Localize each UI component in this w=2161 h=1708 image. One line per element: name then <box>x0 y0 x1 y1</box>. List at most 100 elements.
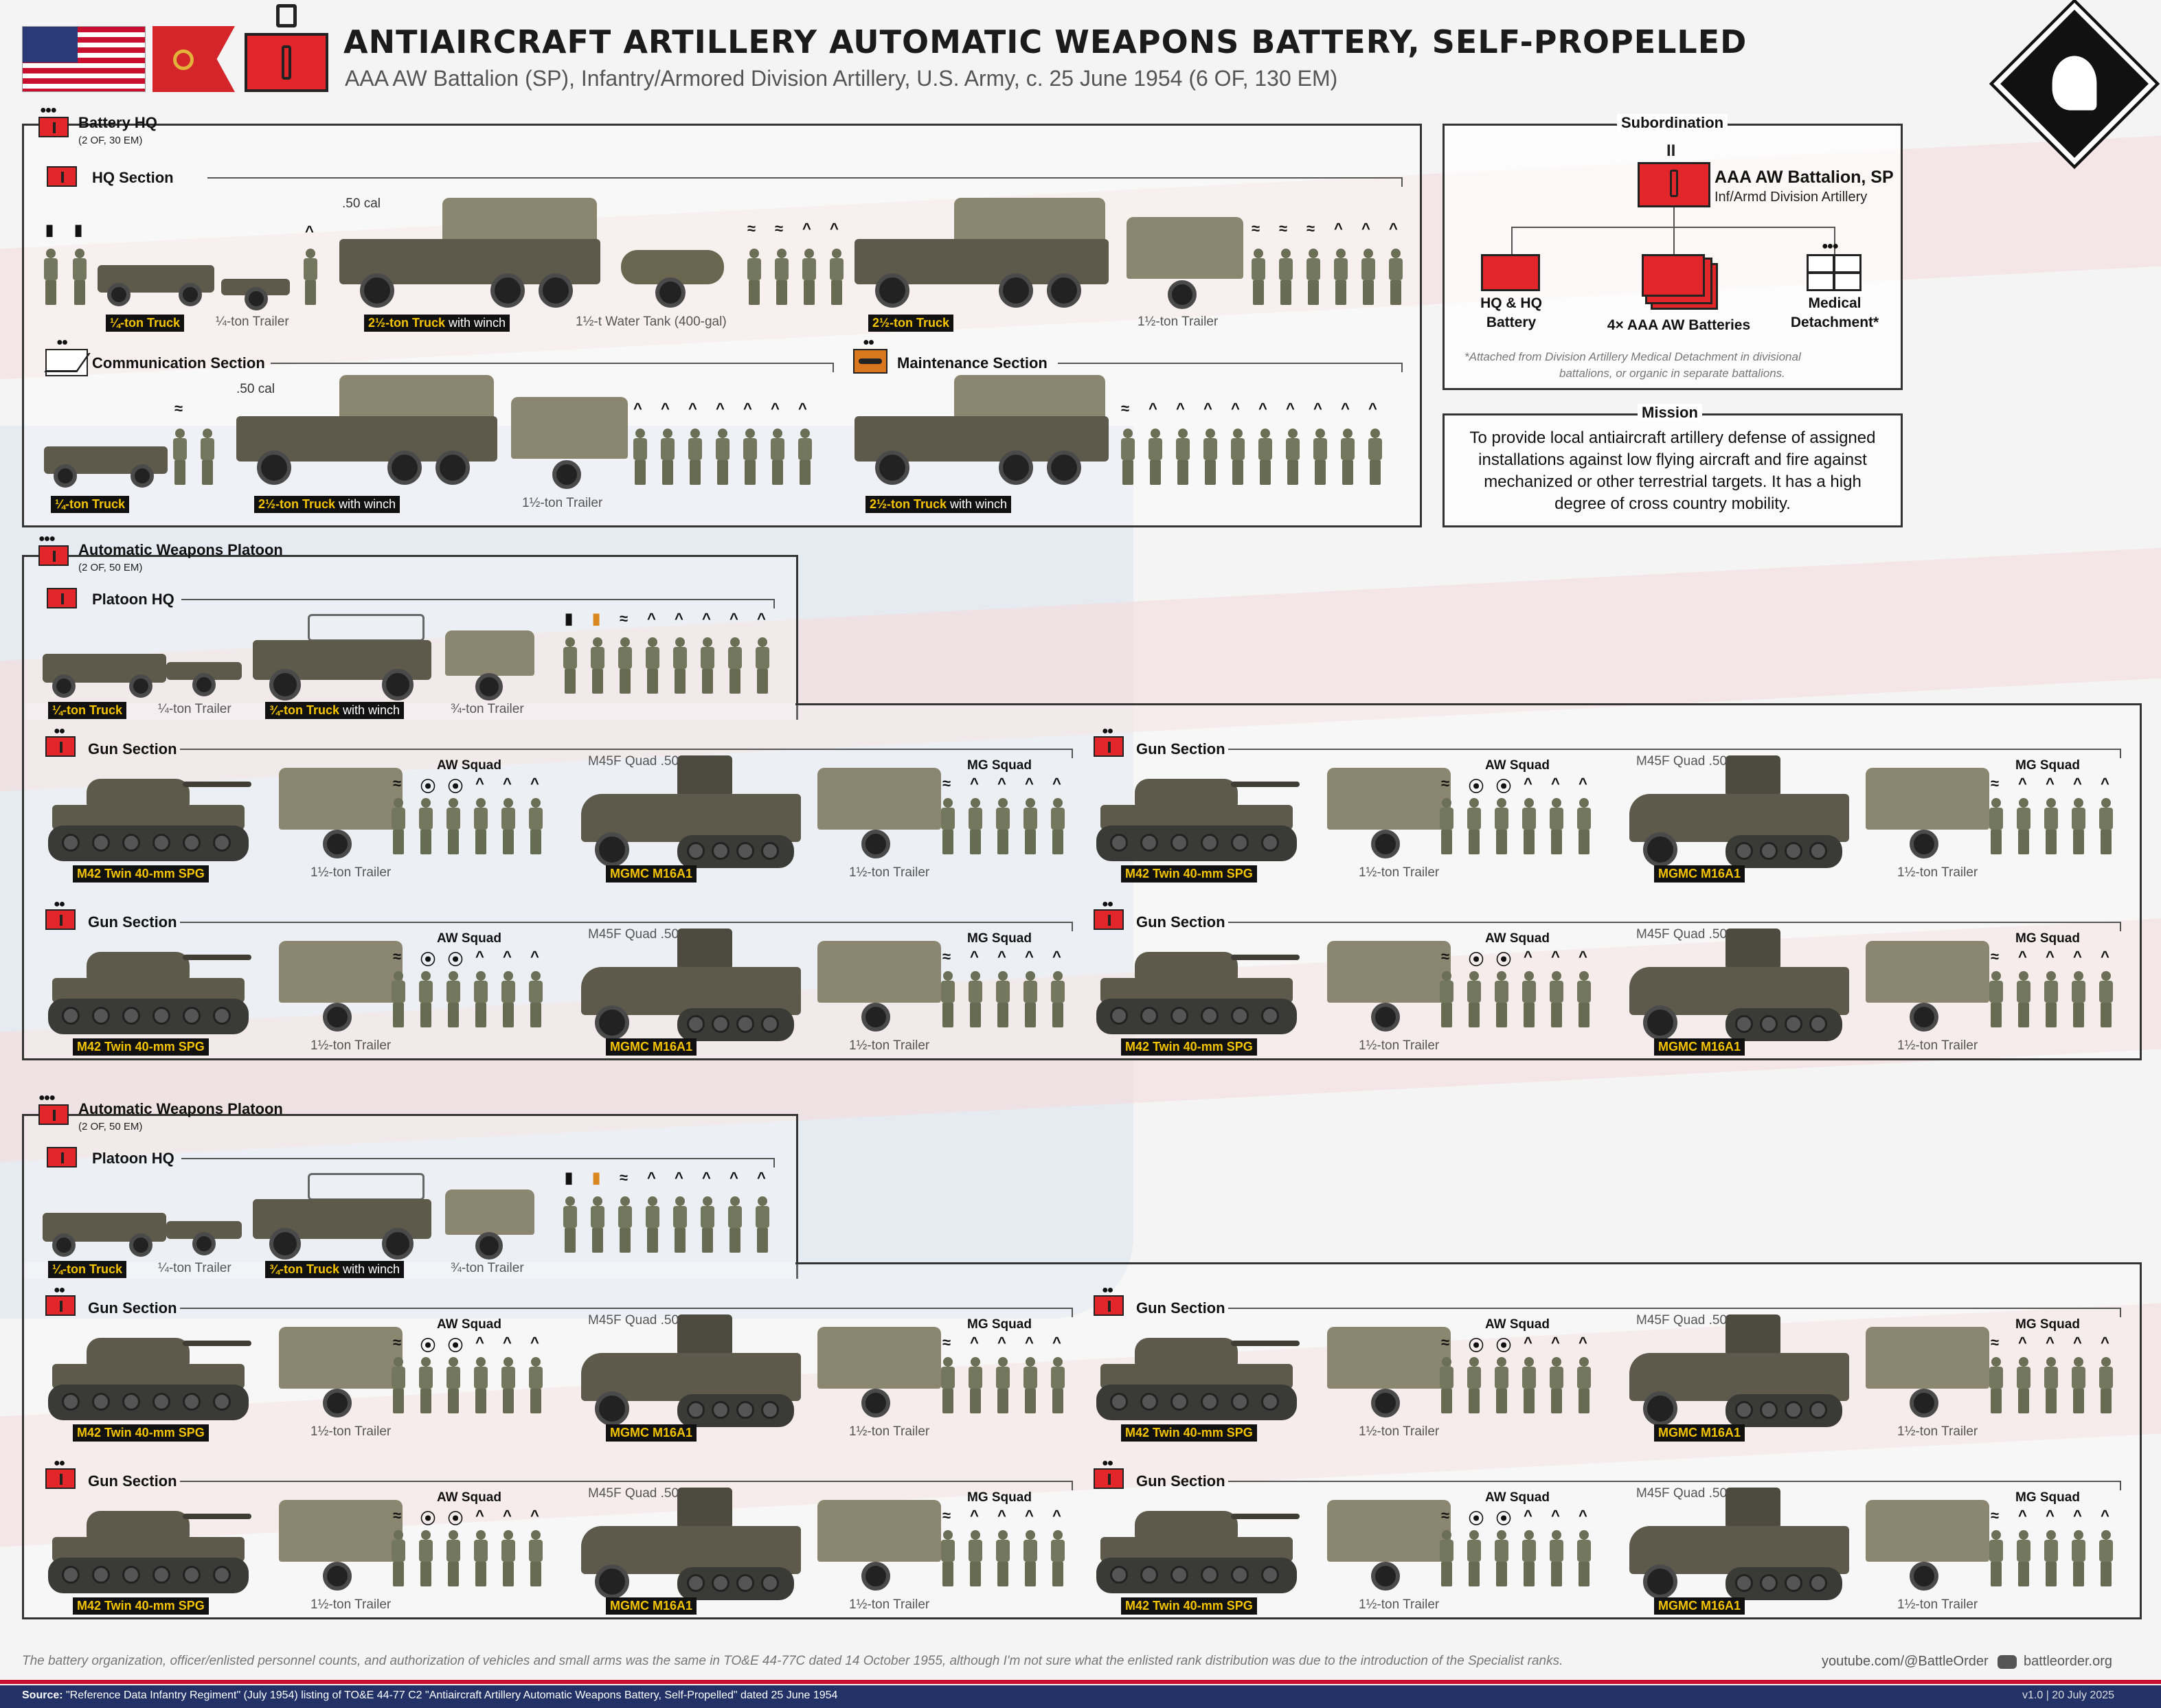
soldier-figure <box>1438 971 1455 1027</box>
soldier-figure <box>687 429 703 485</box>
cal-label: .50 cal <box>236 382 275 396</box>
soldier-figure <box>2098 1530 2114 1586</box>
quarter-ton-truck-image <box>44 426 168 488</box>
rank-insignia-icon: ^ <box>1389 220 1398 237</box>
soldier-figure <box>1050 971 1066 1027</box>
soldier-figure <box>699 637 716 694</box>
m45-label: M45F Quad .50 <box>588 927 679 942</box>
rank-insignia-icon: ^ <box>530 1334 539 1351</box>
rank-insignia-icon: ^ <box>830 220 839 237</box>
rank-insignia-icon: ^ <box>503 948 512 965</box>
rank-insignia-icon: ^ <box>970 1334 979 1351</box>
soldier-figure <box>754 1196 771 1253</box>
rank-insignia-icon: ≈ <box>393 1507 402 1524</box>
soldier-figure <box>672 1196 688 1253</box>
m45-label: M45F Quad .50 <box>1636 927 1728 942</box>
m42-duster-image <box>45 1497 251 1600</box>
soldier-figure <box>1521 1357 1537 1413</box>
soldier-figure <box>1438 1357 1455 1413</box>
footer-rule <box>0 1680 2161 1684</box>
rank-insignia-icon: ≈ <box>393 1334 402 1351</box>
soldier-figure <box>742 429 758 485</box>
vehicle-caption: 1½-ton Trailer <box>1359 1597 1440 1612</box>
soldier-figure <box>746 249 762 305</box>
rank-insignia-icon: ^ <box>647 610 656 627</box>
soldier-figure <box>589 637 606 694</box>
soldier-figure <box>445 1357 462 1413</box>
rank-insignia-icon: ⦿ <box>1469 778 1484 795</box>
site-link[interactable]: battleorder.org <box>2024 1654 2112 1669</box>
rank-insignia-icon: ≈ <box>393 948 402 965</box>
quarter-ton-truck-image <box>98 244 214 306</box>
soldier-figure <box>1548 1530 1565 1586</box>
trailer-image <box>166 1217 242 1258</box>
m42-duster-image <box>1094 765 1300 868</box>
vehicle-tag: MGMC M16A1 <box>1654 1038 1745 1056</box>
soldier-figure <box>1466 1530 1482 1586</box>
vehicle-tag: ¼-ton Truck <box>48 1261 127 1278</box>
rank-insignia-icon: ^ <box>2046 1507 2055 1524</box>
rank-insignia-icon: ≈ <box>942 775 951 792</box>
rank-insignia-icon: ⦿ <box>1469 951 1484 968</box>
rank-insignia-icon: ^ <box>2073 1507 2082 1524</box>
soldier-figure <box>562 637 578 694</box>
subordination-title: Subordination <box>1617 114 1728 132</box>
rank-insignia-icon: ^ <box>305 223 314 240</box>
gun-section-symbol <box>1094 736 1124 757</box>
rank-insignia-icon: ^ <box>802 220 811 237</box>
rank-insignia-icon: ⦿ <box>448 951 464 968</box>
soldier-figure <box>2098 798 2114 854</box>
rank-insignia-icon: ^ <box>530 948 539 965</box>
vehicle-caption: ¼-ton Trailer <box>216 315 289 329</box>
size-dots: ●● <box>863 337 874 348</box>
rank-insignia-icon: ^ <box>675 610 683 627</box>
aw-squad-label: AW Squad <box>1485 1490 1550 1505</box>
size-dots: ●● <box>56 337 68 348</box>
m16a1-halftrack-image <box>581 755 801 872</box>
gun-section-symbol <box>1094 1295 1124 1316</box>
soldier-figure <box>500 1530 517 1586</box>
rank-insignia-icon: ≈ <box>1441 1507 1450 1524</box>
vehicle-caption: 1½-ton Trailer <box>310 1424 392 1439</box>
m42-duster-image <box>45 938 251 1041</box>
rank-insignia-icon: ≈ <box>942 948 951 965</box>
trailer-image <box>817 1327 941 1420</box>
m45-label: M45F Quad .50 <box>588 1486 679 1501</box>
rank-insignia-icon: ⦿ <box>420 1510 436 1527</box>
soldier-figure <box>828 249 845 305</box>
soldier-figure <box>1493 1530 1510 1586</box>
quarter-ton-truck-image <box>43 633 166 699</box>
rank-insignia-icon: ^ <box>1025 948 1034 965</box>
rank-insignia-icon: ^ <box>1052 1334 1061 1351</box>
soldier-figure <box>473 971 489 1027</box>
soldier-figure <box>2070 1530 2087 1586</box>
youtube-link[interactable]: youtube.com/@BattleOrder <box>1822 1654 1989 1669</box>
rank-insignia-icon: ^ <box>1551 948 1560 965</box>
gun-section-symbol <box>45 1295 76 1316</box>
size-dots: ●● <box>1102 1457 1113 1469</box>
m45-label: M45F Quad .50 <box>588 1313 679 1328</box>
vehicle-tag: M42 Twin 40-mm SPG <box>73 865 209 883</box>
rank-insignia-icon: ⦿ <box>420 1337 436 1354</box>
rank-insignia-icon: ^ <box>1579 775 1587 792</box>
rank-insignia-icon: ⦿ <box>448 1337 464 1354</box>
rank-insignia-icon: ⦿ <box>1496 1510 1512 1527</box>
vehicle-tag: M42 Twin 40-mm SPG <box>1121 1597 1257 1615</box>
medical-detachment-symbol <box>1807 254 1862 291</box>
mission-line: degree of cross country mobility. <box>1554 494 1791 513</box>
child-aw-batteries: 4× AAA AW Batteries <box>1607 317 1751 333</box>
vehicle-caption: 1½-ton Trailer <box>849 1424 930 1439</box>
rank-insignia-icon: ⦿ <box>448 778 464 795</box>
rank-insignia-icon: ^ <box>970 948 979 965</box>
rank-insignia-icon: ^ <box>2046 948 2055 965</box>
m16a1-halftrack-image <box>1629 755 1849 872</box>
rank-insignia-icon: ^ <box>503 775 512 792</box>
rank-insignia-icon: ≈ <box>1991 948 2000 965</box>
mg-squad-label: MG Squad <box>2015 1317 2080 1332</box>
soldier-figure <box>797 429 813 485</box>
vehicle-caption: 1½-ton Trailer <box>1359 1424 1440 1439</box>
m45-label: M45F Quad .50 <box>588 754 679 768</box>
size-dots: ●●● <box>38 533 56 545</box>
m45-label: M45F Quad .50 <box>1636 1313 1728 1328</box>
vehicle-tag: MGMC M16A1 <box>1654 1597 1745 1615</box>
